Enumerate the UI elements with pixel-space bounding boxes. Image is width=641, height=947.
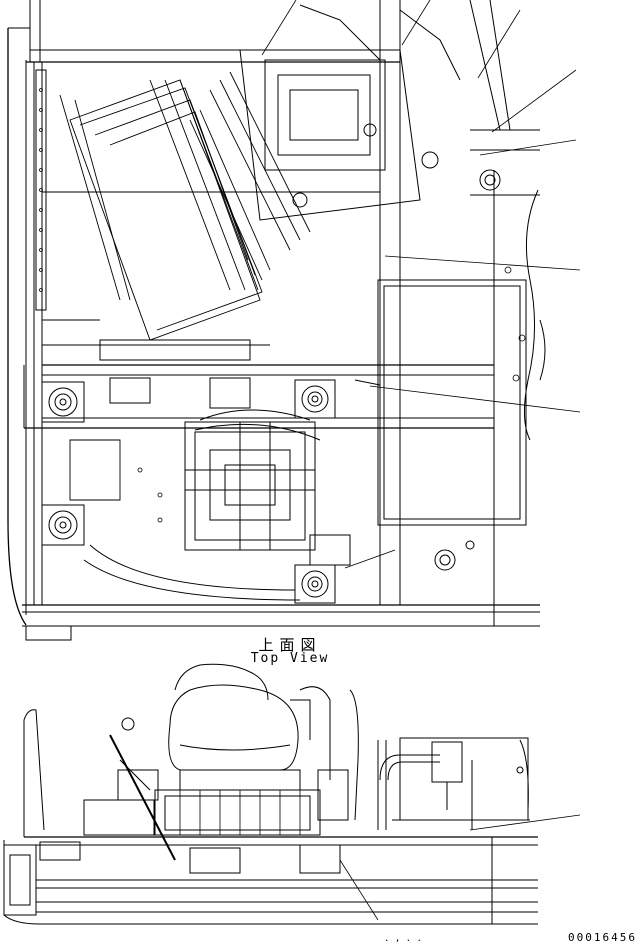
view-caption-english: Top View xyxy=(250,651,330,666)
page-mark: . , . . xyxy=(384,934,422,944)
side-view xyxy=(3,663,581,925)
drawing-number: 00016456 xyxy=(568,931,637,944)
view-caption-japanese: 上面図 xyxy=(258,636,322,654)
mount-rubber xyxy=(41,379,336,604)
top-view xyxy=(7,0,581,641)
